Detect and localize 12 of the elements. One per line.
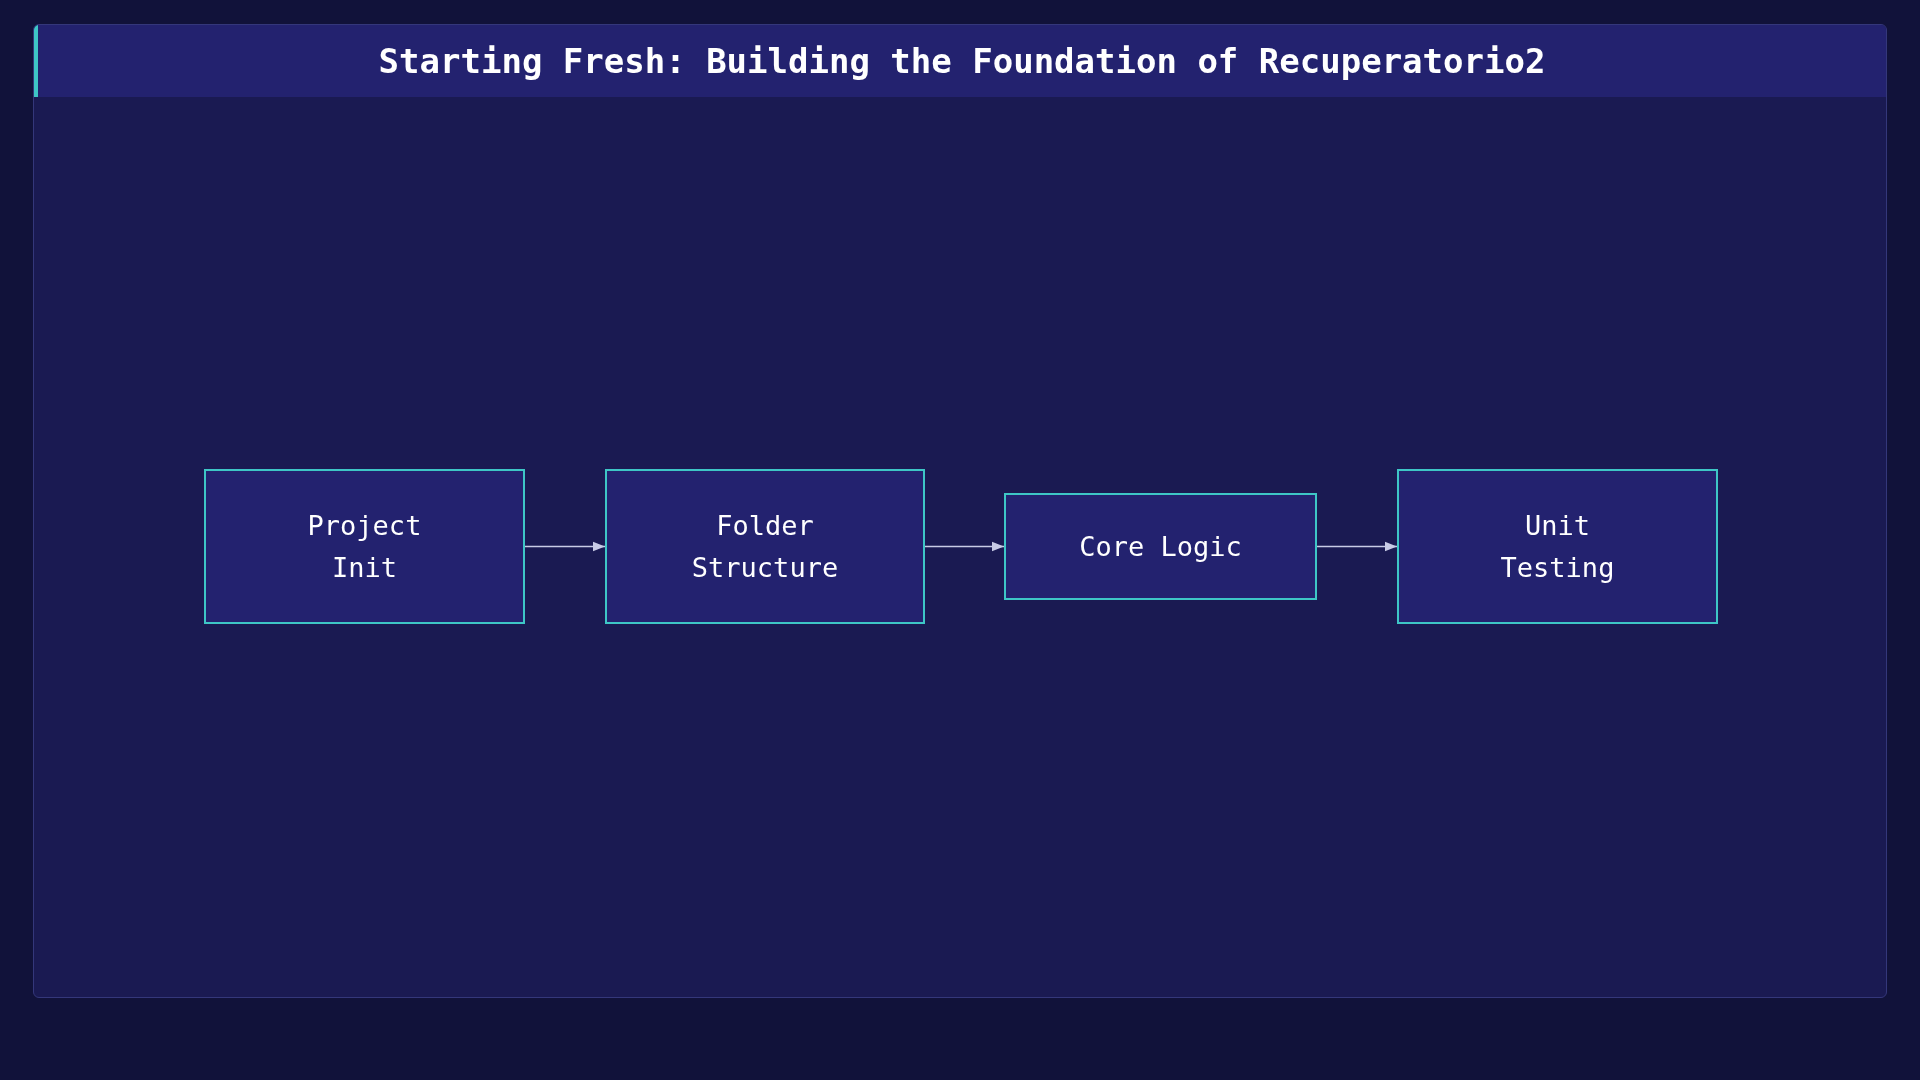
box-label: Unit Testing (1499, 508, 1616, 585)
title: Starting Fresh: Building the Foundation of Recuperatorio2 (378, 39, 1546, 83)
arrow (524, 541, 606, 552)
arrow (1316, 541, 1398, 552)
process-box (1004, 493, 1317, 600)
box-label: Core Logic (1079, 529, 1242, 564)
box-label: Folder Structure (690, 508, 840, 585)
box-label: Project Init (306, 508, 423, 585)
arrow (924, 541, 1005, 552)
process-box (204, 469, 525, 624)
process-box (1397, 469, 1718, 624)
process-box (605, 469, 925, 624)
